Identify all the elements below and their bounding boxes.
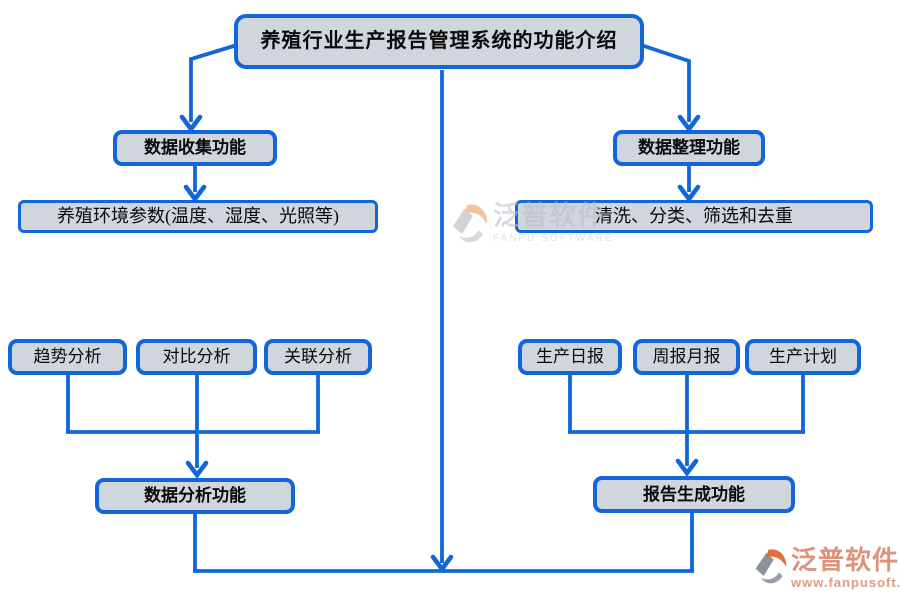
node-correlation-analysis: 关联分析 [264,339,372,375]
node-production-plan: 生产计划 [745,339,861,375]
node-daily-report: 生产日报 [518,339,622,375]
node-weekly-monthly-report: 周报月报 [633,339,740,375]
node-report-generation: 报告生成功能 [593,476,795,513]
node-data-collection: 数据收集功能 [113,130,277,166]
node-data-analysis: 数据分析功能 [95,478,295,514]
node-data-organization: 数据整理功能 [613,130,765,166]
node-cleaning: 清洗、分类、筛选和去重 [515,200,873,233]
node-trend-analysis: 趋势分析 [8,339,127,375]
node-env-params: 养殖环境参数(温度、湿度、光照等) [18,200,378,233]
node-title: 养殖行业生产报告管理系统的功能介绍 [234,14,644,69]
node-compare-analysis: 对比分析 [136,339,257,375]
